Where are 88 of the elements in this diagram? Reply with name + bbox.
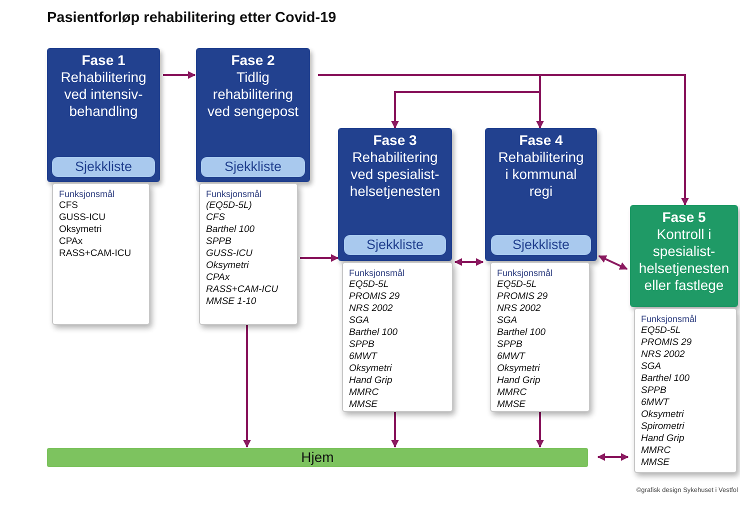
- measure-item: Oksymetri: [349, 363, 393, 375]
- measure-item: RASS+CAM-ICU: [59, 248, 132, 260]
- phase-title: Fase 1: [80, 52, 126, 69]
- arrow: [318, 74, 689, 206]
- arrow: [598, 255, 628, 270]
- measure-item: Oksymetri: [206, 260, 250, 272]
- arrow: [163, 71, 196, 79]
- measure-item: SPPB: [206, 236, 232, 248]
- checklist-label: Sjekkliste: [344, 235, 446, 255]
- arrow: [391, 412, 399, 448]
- measure-item: PROMIS 29: [349, 291, 401, 303]
- measures-card: [342, 262, 453, 412]
- measure-item: CFS: [59, 200, 79, 212]
- measure-item: CPAx: [206, 272, 231, 284]
- list-heading: Funksjonsmål: [206, 188, 263, 200]
- measure-item: MMSE: [641, 457, 670, 469]
- phase-box: [485, 128, 597, 261]
- measure-item: RASS+CAM-ICU: [206, 284, 280, 296]
- measure-item: EQ5D-5L: [497, 279, 538, 291]
- home-bar: Hjem: [47, 448, 588, 467]
- measures-card: [490, 262, 590, 412]
- measure-item: Barthel 100: [206, 224, 256, 236]
- phase-description: Kontroll i spesialist- helsetjenesten eller fastlege: [638, 226, 730, 294]
- measure-item: NRS 2002: [349, 303, 394, 315]
- measure-item: SGA: [349, 315, 370, 327]
- measure-item: MMSE 1-10: [206, 296, 258, 308]
- phase-title: Fase 3: [372, 132, 418, 149]
- measures-card: [199, 183, 298, 325]
- phase-box: [630, 205, 738, 307]
- measure-item: PROMIS 29: [497, 291, 549, 303]
- measure-item: 6MWT: [641, 397, 670, 409]
- measure-item: SPPB: [349, 339, 376, 351]
- measures-card: [634, 308, 737, 473]
- phase-box: [338, 128, 452, 261]
- measure-item: Hand Grip: [641, 433, 686, 445]
- measure-item: Barthel 100: [641, 373, 691, 385]
- measure-item: Oksymetri: [497, 363, 541, 375]
- measure-item: MMRC: [497, 387, 528, 399]
- measure-item: Hand Grip: [349, 375, 394, 387]
- measure-item: EQ5D-5L: [641, 325, 682, 337]
- arrow: [243, 325, 251, 448]
- measure-item: NRS 2002: [497, 303, 542, 315]
- measure-item: Hand Grip: [497, 375, 542, 387]
- measure-item: SGA: [641, 361, 662, 373]
- measure-item: Oksymetri: [59, 224, 103, 236]
- measure-item: Barthel 100: [497, 327, 547, 339]
- measure-item: PROMIS 29: [641, 337, 693, 349]
- measure-item: SGA: [497, 315, 518, 327]
- phase-description: Rehabilitering i kommunal regi: [497, 149, 585, 200]
- list-heading: Funksjonsmål: [349, 267, 406, 279]
- list-heading: Funksjonsmål: [641, 313, 698, 325]
- measures-card: [52, 183, 150, 325]
- measure-item: GUSS-ICU: [59, 212, 106, 224]
- arrow: [597, 453, 629, 461]
- measure-item: 6MWT: [349, 351, 378, 363]
- phase-description: Tidlig rehabilitering ved sengepost: [206, 69, 300, 120]
- measure-item: NRS 2002: [641, 349, 686, 361]
- checklist-label: Sjekkliste: [201, 157, 305, 177]
- measure-item: (EQ5D-5L): [206, 200, 253, 212]
- list-heading: Funksjonsmål: [59, 188, 116, 200]
- measure-item: GUSS-ICU: [206, 248, 254, 260]
- measure-item: 6MWT: [497, 351, 526, 363]
- measure-item: MMSE: [349, 399, 378, 411]
- measure-item: MMSE: [497, 399, 526, 411]
- arrow: [454, 258, 484, 266]
- arrow: [536, 412, 544, 448]
- measure-item: MMRC: [349, 387, 380, 399]
- phase-description: Rehabilitering ved spesialist- helsetjenesten: [348, 149, 442, 200]
- phase-title: Fase 2: [230, 52, 276, 69]
- measure-item: Spirometri: [641, 421, 686, 433]
- measure-item: SPPB: [641, 385, 668, 397]
- checklist-label: Sjekkliste: [52, 157, 155, 177]
- phase-description: Rehabilitering ved intensiv- behandling: [60, 69, 148, 120]
- measure-item: Oksymetri: [641, 409, 685, 421]
- arrow: [300, 254, 339, 262]
- diagram-title: Pasientforløp rehabilitering etter Covid-19: [47, 10, 336, 26]
- measure-item: SPPB: [497, 339, 524, 351]
- measure-item: EQ5D-5L: [349, 279, 390, 291]
- list-heading: Funksjonsmål: [497, 267, 554, 279]
- measure-item: MMRC: [641, 445, 672, 457]
- measure-item: CPAx: [59, 236, 84, 248]
- measure-item: CFS: [206, 212, 226, 224]
- phase-title: Fase 5: [661, 209, 707, 226]
- phase-box: [196, 48, 310, 182]
- phase-title: Fase 4: [518, 132, 564, 149]
- phase-box: [47, 48, 160, 182]
- measure-item: Barthel 100: [349, 327, 399, 339]
- checklist-label: Sjekkliste: [491, 235, 591, 255]
